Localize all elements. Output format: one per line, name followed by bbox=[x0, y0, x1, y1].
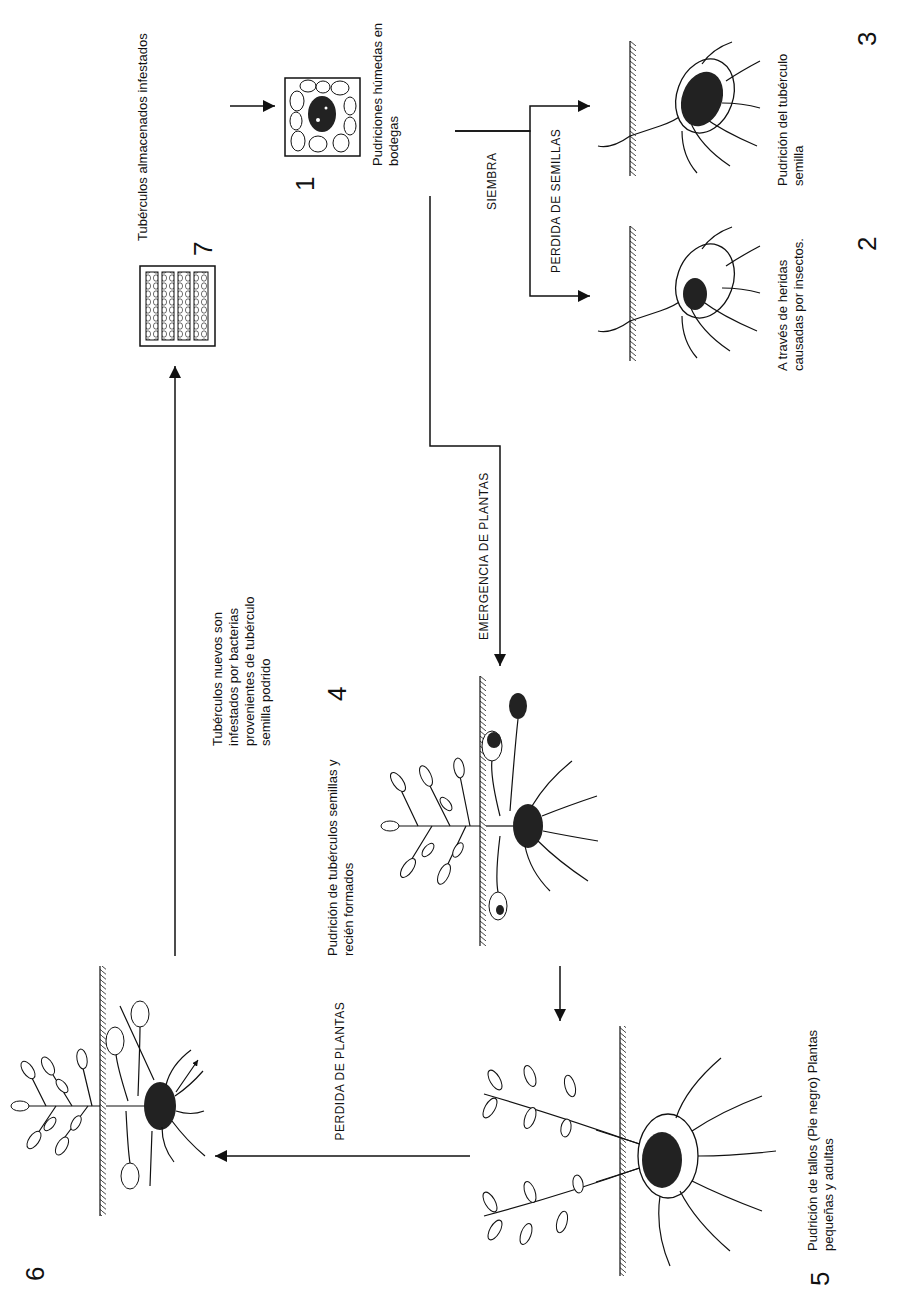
cycle-arrow bbox=[430, 196, 500, 666]
plant-illustration bbox=[11, 966, 205, 1216]
edge-label: Tubérculos nuevos son infestados por bac… bbox=[209, 573, 275, 749]
callout-number: 3 bbox=[852, 16, 882, 46]
stage-caption: Pudrición de tallos (Pie negro) Plantas … bbox=[805, 1026, 837, 1251]
plant-illustration bbox=[480, 1026, 776, 1276]
cycle-arrow bbox=[455, 106, 590, 131]
sprout-illustration bbox=[598, 41, 760, 176]
edge-label: EMERGENCIA DE PLANTAS bbox=[476, 469, 493, 643]
cycle-arrow bbox=[230, 105, 275, 107]
stage-caption: Pudrición de tubérculos semillas y recié… bbox=[325, 736, 357, 956]
bodega-illustration bbox=[285, 78, 360, 156]
sprout-illustration bbox=[598, 226, 760, 361]
cycle-arrow bbox=[174, 366, 176, 956]
stage-group: 5 Pudrición de tallos (Pie negro) Plantas… bbox=[470, 1021, 910, 1291]
callout-number: 1 bbox=[290, 161, 320, 191]
stage-caption: Pudrición del tubérculo semilla bbox=[775, 21, 807, 186]
callout-number: 6 bbox=[20, 1251, 50, 1281]
plant-illustration bbox=[381, 676, 598, 946]
stage-caption: Pudriciones húmedas en bodegas bbox=[370, 16, 402, 166]
cycle-arrow bbox=[215, 1155, 470, 1157]
callout-number: 4 bbox=[322, 671, 352, 701]
stage-group: 6 bbox=[15, 956, 215, 1286]
note-label: PERDIDA DE SEMILLAS bbox=[548, 126, 565, 276]
stage-group: 2 A través de heridas causadas por insect… bbox=[590, 216, 910, 376]
stage-group: 1 Pudriciones húmedas en bodegas bbox=[275, 11, 455, 196]
stage-group: 7 Tubérculos almacenados infestados bbox=[120, 11, 230, 366]
cycle-arrow bbox=[559, 966, 561, 1021]
stage-caption: A través de heridas causadas por insecto… bbox=[775, 221, 807, 371]
stage-group: 4Pudrición de tubérculos semillas y reci… bbox=[320, 666, 620, 966]
callout-number: 7 bbox=[188, 226, 218, 256]
edge-label: PERDIDA DE PLANTAS bbox=[332, 999, 349, 1144]
stage-heading: Tubérculos almacenados infestados bbox=[135, 21, 151, 241]
stage-group: 3 Pudrición del tubérculo semilla bbox=[590, 11, 910, 196]
callout-number: 2 bbox=[852, 221, 882, 251]
storage-illustration bbox=[140, 266, 215, 346]
cycle-arrow bbox=[455, 131, 590, 296]
edge-label: SIEMBRA bbox=[484, 149, 501, 213]
callout-number: 5 bbox=[805, 1256, 835, 1286]
